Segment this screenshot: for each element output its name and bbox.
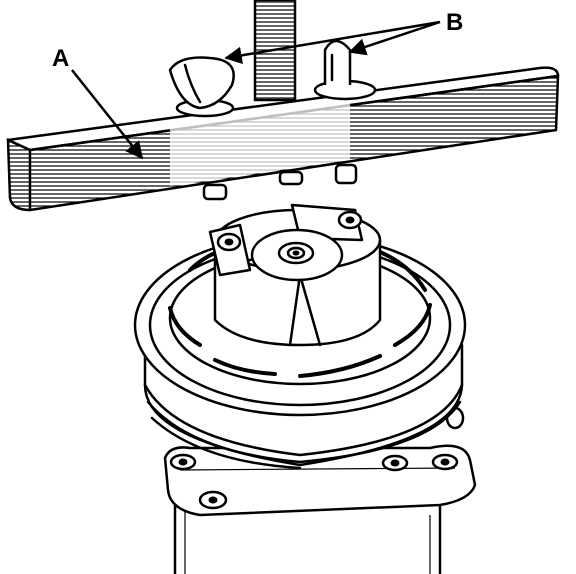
callout-b-leader-right: [348, 20, 441, 56]
callout-b: B: [224, 9, 463, 65]
callout-a: A: [52, 45, 144, 160]
puller-bar: [6, 0, 560, 212]
puller-screws: [168, 39, 377, 118]
callout-b-leader-left: [224, 20, 441, 65]
callout-a-label: A: [52, 45, 69, 72]
pulley-slots: [168, 246, 432, 378]
compressor-body: [163, 406, 477, 574]
threaded-rod: [253, 0, 297, 102]
callout-a-leader: [71, 69, 144, 160]
clutch-pulley: [133, 203, 467, 470]
callout-b-label: B: [446, 9, 463, 36]
